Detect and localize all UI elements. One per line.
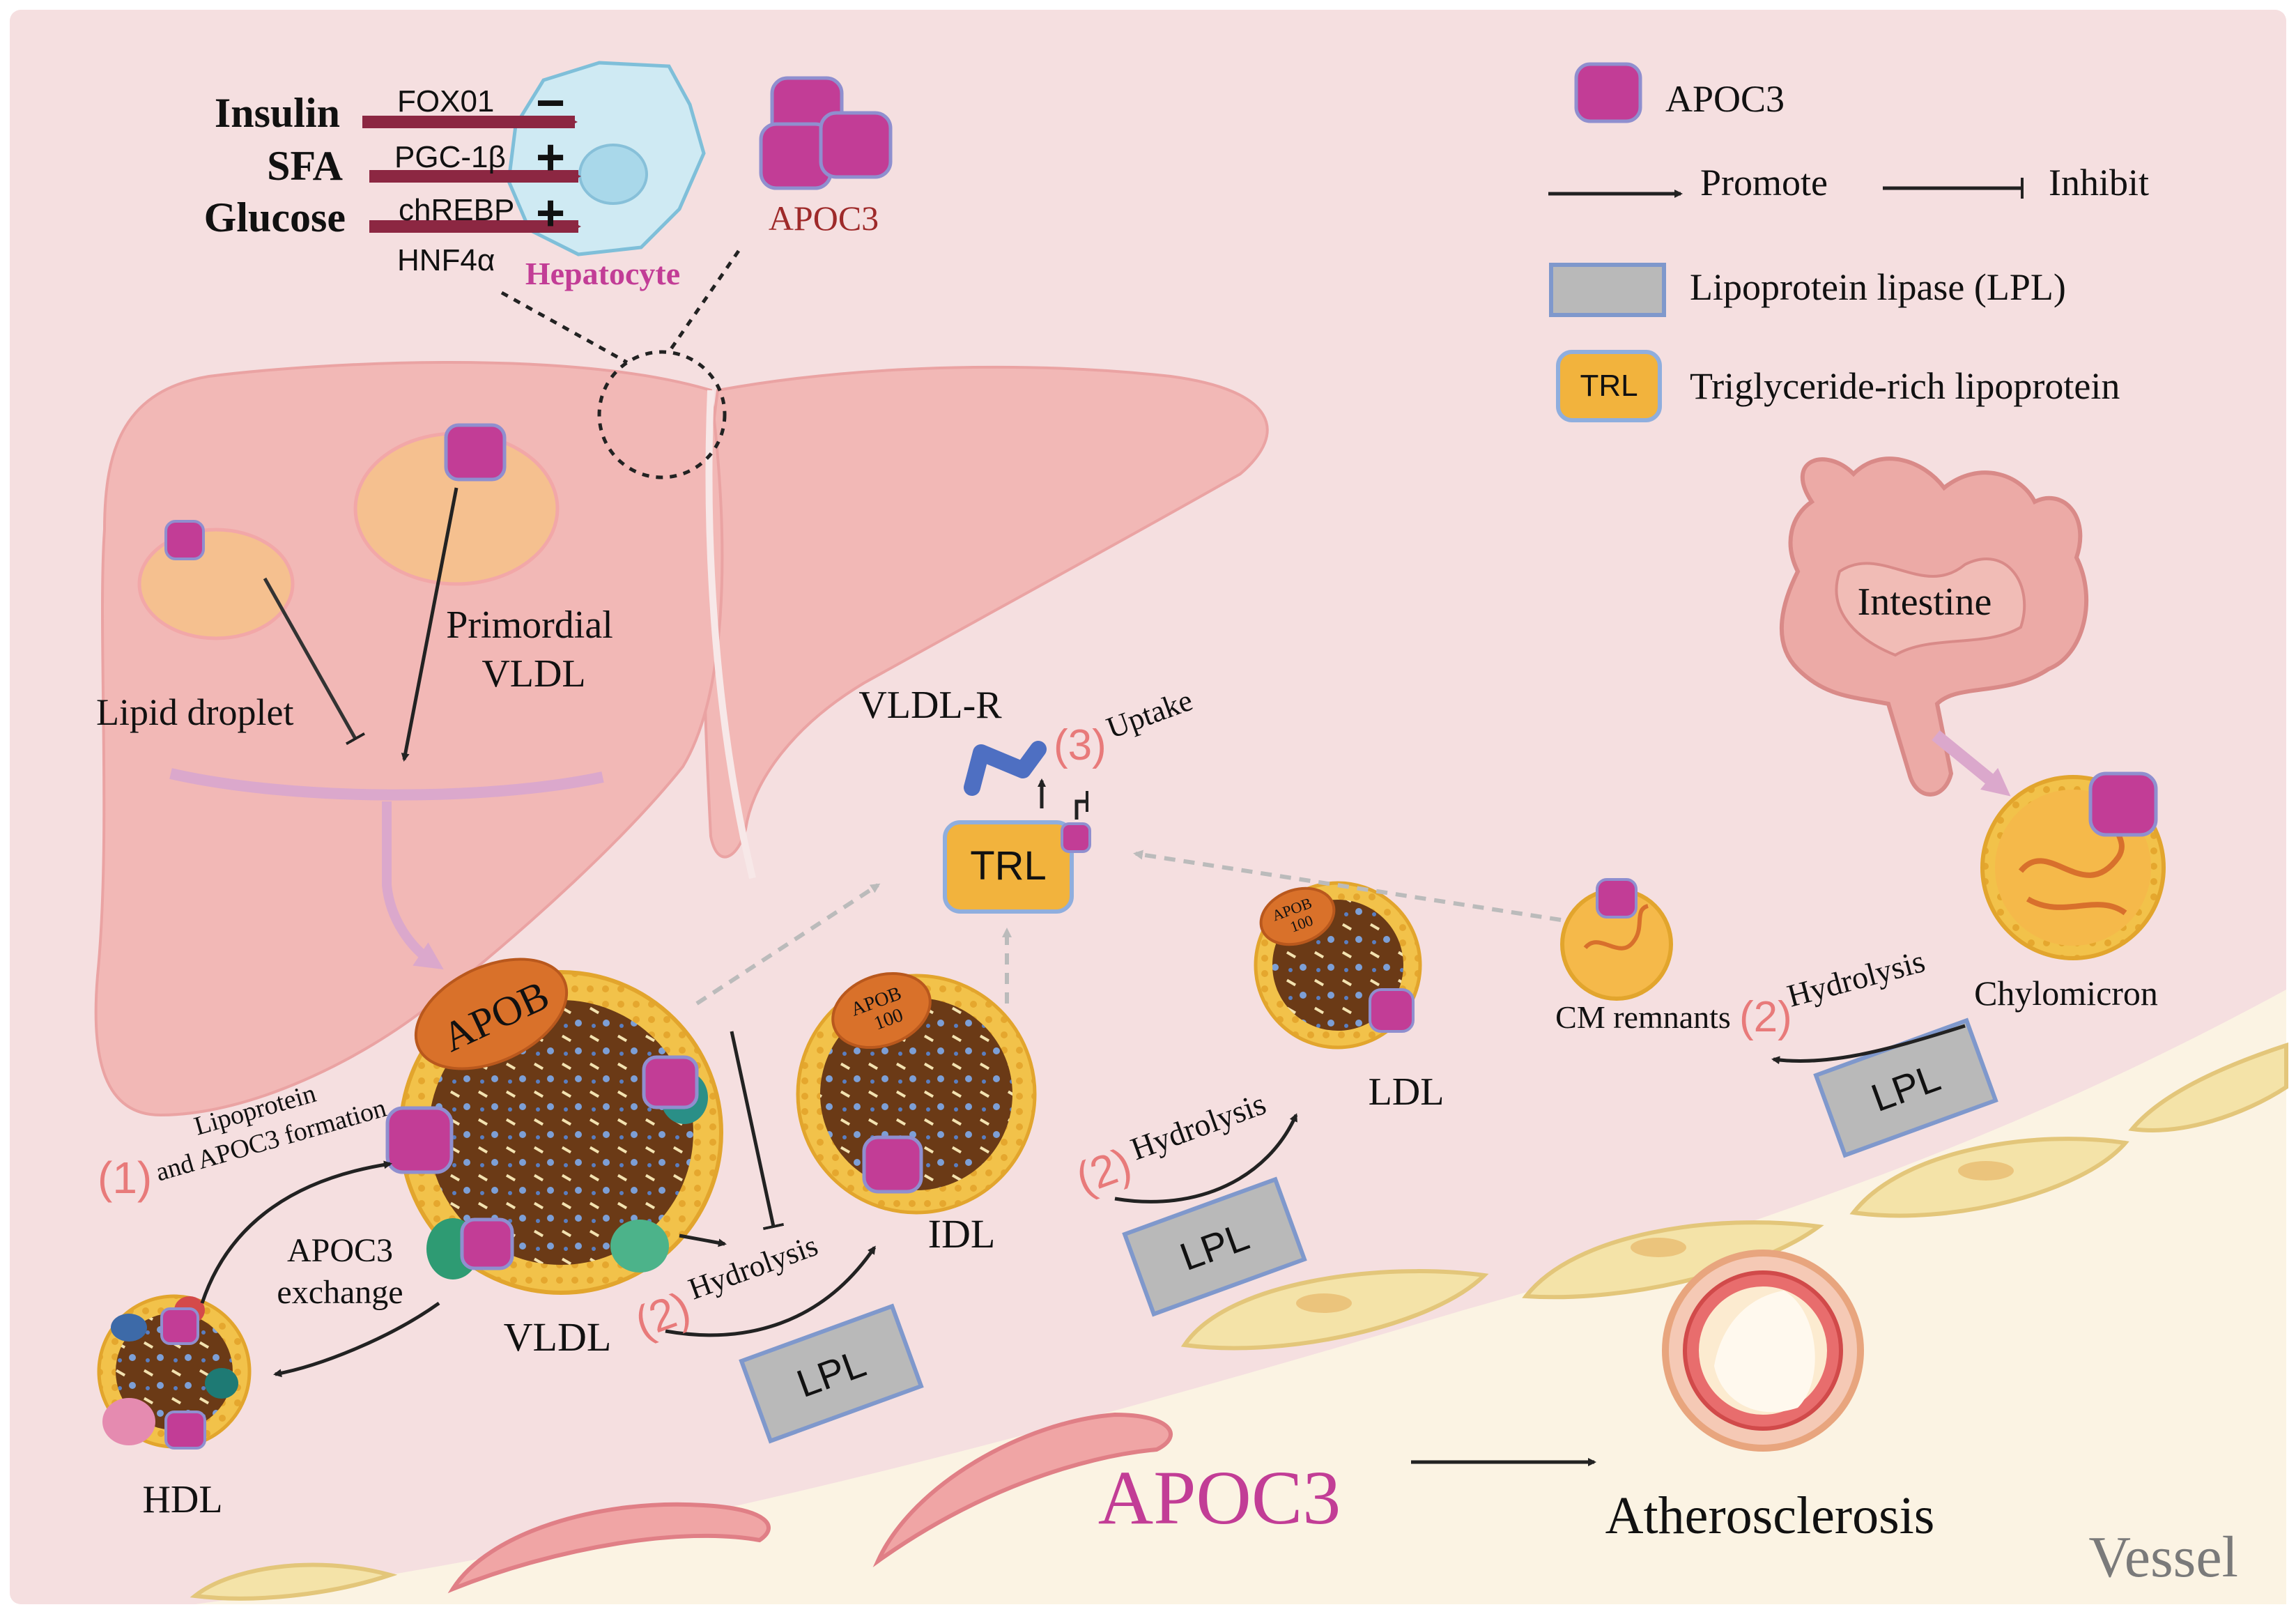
atherosclerosis-label: Atherosclerosis: [1605, 1486, 1935, 1545]
legend-trl-swatch: [1556, 350, 1662, 422]
apob-protein: [414, 958, 569, 1070]
factor-chrebp: chREBP: [399, 193, 514, 227]
hdl-particle: [97, 1294, 252, 1450]
hepatocyte-label: Hepatocyte: [525, 256, 680, 291]
vldl-particle: [385, 958, 723, 1295]
vldl-r-label: VLDL-R: [858, 684, 1002, 727]
sign-fox01: −: [536, 75, 565, 131]
step2-number-cm: (2): [1739, 993, 1792, 1041]
legend-apoc3-label: APOC3: [1665, 78, 1785, 120]
regulator-sfa: SFA: [267, 143, 343, 189]
primordial-vldl-line2: VLDL: [481, 652, 585, 695]
legend-trl-label: Triglyceride-rich lipoprotein: [1690, 365, 2120, 407]
intestine-organ: [1780, 456, 2089, 797]
sign-pgc1b: +: [536, 130, 565, 185]
factor-fox01: FOX01: [397, 84, 494, 118]
factor-pgc1b: PGC-1β: [394, 140, 506, 174]
hdl-label: HDL: [142, 1478, 222, 1521]
apoc3-on-trl: [1061, 822, 1091, 853]
apoc3-exchange-line2: exchange: [277, 1274, 403, 1311]
chylomicron-particle: [1980, 771, 2166, 960]
legend-lpl-swatch: [1549, 263, 1666, 317]
lpl-box-1: [739, 1303, 924, 1444]
droplet-inhibit-line: [263, 577, 366, 746]
flow-arrows: [200, 778, 1966, 1466]
red-blood-cells: [447, 1412, 1173, 1594]
endothelial-nuclei: [1296, 1161, 2014, 1313]
legend-trl-box-label: TRL: [1580, 369, 1638, 403]
apob100-protein-ldl: [1259, 886, 1336, 946]
hepatocyte-apoc3-label: APOC3: [769, 199, 879, 238]
assembly-membrane: [169, 768, 604, 801]
vldl-receptor: [964, 741, 1047, 796]
intestine-to-chylomicron-arrow: [1932, 730, 2011, 797]
lpl-box-2: [1122, 1176, 1307, 1317]
apoc3-on-large-droplet: [444, 423, 507, 482]
vldl-label: VLDL: [504, 1314, 612, 1360]
sign-chrebp: +: [536, 185, 565, 241]
ldl-label: LDL: [1369, 1070, 1444, 1114]
lipid-droplet-label: Lipid droplet: [96, 691, 293, 733]
step3-number: (3): [1054, 721, 1107, 769]
chylomicron-label: Chylomicron: [1974, 974, 2158, 1013]
zoom-circle: [597, 350, 727, 479]
legend-lpl-label: Lipoprotein lipase (LPL): [1690, 266, 2066, 308]
legend: [1548, 62, 2024, 422]
legend-inhibit-label: Inhibit: [2049, 162, 2149, 203]
idl-label: IDL: [928, 1211, 996, 1256]
cm-remnant-particle: [1560, 878, 1673, 1001]
intestine-label: Intestine: [1858, 581, 1992, 624]
cm-remnants-label: CM remnants: [1555, 999, 1731, 1035]
apob100-protein-idl: [831, 971, 932, 1050]
dashed-flow-arrows: [695, 850, 1562, 1006]
factor-hnf4a: HNF4α: [397, 243, 495, 277]
primordial-vldl-arrow: [401, 487, 459, 762]
apoc3-on-small-droplet: [164, 520, 205, 560]
regulator-glucose: Glucose: [204, 194, 346, 240]
apoc3-cluster: [759, 76, 893, 190]
lpl-boxes: [739, 1017, 1998, 1444]
regulator-insulin: Insulin: [215, 90, 340, 136]
trl-label: TRL: [970, 843, 1047, 889]
vessel-label: Vessel: [2088, 1525, 2238, 1590]
liver-to-vldl-arrow: [382, 801, 444, 970]
hepatocyte-nucleus: [578, 144, 648, 205]
liver-right-lobe: [702, 365, 1269, 859]
liver: [94, 249, 1269, 1117]
step1-number: (1): [98, 1153, 152, 1203]
legend-apoc3-swatch: [1574, 62, 1642, 123]
idl-particle: [796, 971, 1037, 1215]
legend-promote-label: Promote: [1700, 162, 1828, 203]
apoc3-exchange-line1: APOC3: [287, 1232, 393, 1269]
primordial-vldl-line1: Primordial: [446, 604, 613, 647]
apoc3-big-label: APOC3: [1098, 1455, 1341, 1540]
atherosclerotic-artery-icon: [1662, 1250, 1864, 1452]
trl-box: [943, 820, 1074, 914]
hepatocyte: [362, 61, 706, 256]
ldl-particle: [1254, 881, 1422, 1050]
